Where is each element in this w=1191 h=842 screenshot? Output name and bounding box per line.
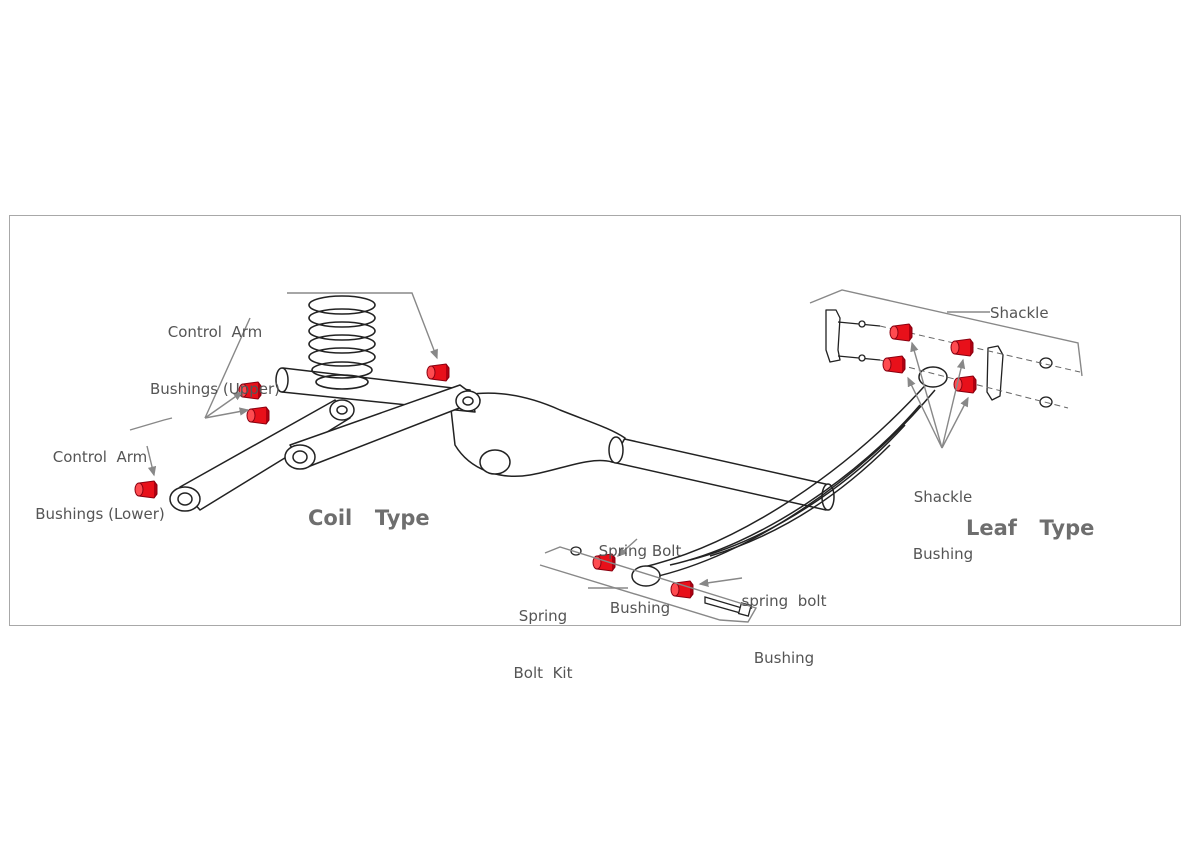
label-control-arm-upper: Control Arm Bushings (Upper)	[140, 285, 290, 418]
coil-spring	[308, 295, 376, 390]
label-control-arm-lower: Control Arm Bushings (Lower)	[30, 410, 170, 543]
coil-type-title: Coil Type	[308, 506, 430, 530]
label-spring-bolt-kit: Spring Bolt Kit	[508, 569, 578, 702]
label-spring-bolt-bushing-lower-line2: Bushing	[753, 649, 815, 667]
label-spring-bolt-kit-line1: Spring	[518, 607, 568, 625]
label-shackle-bushing-line2: Bushing	[912, 545, 974, 563]
shackle-bushing-2	[882, 355, 906, 374]
leaf-type-title: Leaf Type	[966, 516, 1095, 540]
label-control-arm-upper-line1: Control Arm	[167, 323, 263, 341]
label-control-arm-upper-line2: Bushings (Upper)	[149, 380, 281, 398]
label-spring-bolt-kit-line2: Bolt Kit	[513, 664, 573, 682]
shackle-axis-lines	[879, 325, 1081, 409]
label-spring-bolt-bushing-lower: spring bolt Bushing	[734, 554, 834, 687]
label-control-arm-lower-line1: Control Arm	[52, 448, 148, 466]
shackle-assembly	[825, 309, 1053, 408]
upper-bushing-right	[426, 363, 450, 382]
shackle-bushing-1	[889, 323, 913, 342]
label-shackle-bushing: Shackle Bushing	[898, 450, 988, 583]
lower-control-arm	[169, 399, 355, 512]
leader-lines	[129, 289, 1083, 623]
label-shackle-bushing-line1: Shackle	[913, 488, 973, 506]
label-spring-bolt-bushing-upper-line1: Spring Bolt	[598, 542, 682, 560]
label-spring-bolt-bushing-upper-line2: Bushing	[609, 599, 671, 617]
label-spring-bolt-bushing-upper: Spring Bolt Bushing	[590, 504, 690, 637]
label-spring-bolt-bushing-lower-line1: spring bolt	[741, 592, 827, 610]
leaf-spring	[631, 366, 948, 587]
label-control-arm-lower-line2: Bushings (Lower)	[35, 505, 165, 523]
upper-control-arm	[284, 384, 481, 470]
axle-tube	[449, 392, 835, 511]
shackle-bushing-3	[950, 338, 974, 357]
spring-bolt-kit	[570, 546, 752, 617]
diagram-frame	[9, 215, 1181, 626]
label-shackle: Shackle	[990, 304, 1049, 322]
